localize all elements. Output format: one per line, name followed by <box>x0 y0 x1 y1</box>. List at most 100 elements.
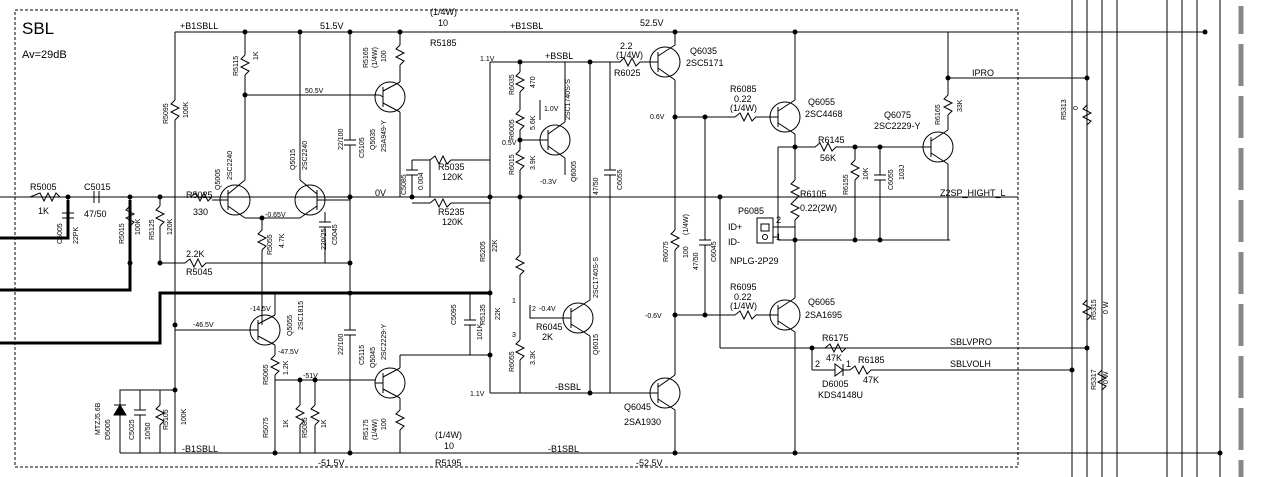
pin-label: 2 <box>776 215 781 225</box>
part-value: 100K <box>135 218 142 235</box>
part-value: (1/4W) <box>372 419 379 440</box>
part-value: (1/4W) <box>730 103 757 113</box>
part-value: NPLG-2P29 <box>730 256 779 266</box>
part-value: 47/50 <box>84 209 107 219</box>
part-value: 4.7K <box>279 233 286 248</box>
part-value: 47/50 <box>693 252 700 270</box>
part-value: 2SA949-Y <box>381 120 388 152</box>
thick-bias-line <box>0 200 490 345</box>
part-value: 10/50 <box>145 422 152 440</box>
part-value: 2SC1815 <box>298 301 305 330</box>
part-label: Q5005 <box>215 169 222 190</box>
part-label: R5205 <box>480 241 487 262</box>
vas-top <box>344 32 490 290</box>
node-voltage: -0.6V <box>645 313 662 320</box>
part-label: D6005 <box>822 379 849 389</box>
part-label: R5095 <box>163 103 170 124</box>
pin-label: 1 <box>512 298 516 305</box>
part-label: R6005 <box>509 119 516 140</box>
bus-resistors <box>1081 104 1108 391</box>
node-voltage: 1.1V <box>480 56 495 63</box>
part-label: R5075 <box>263 417 270 438</box>
part-label: Q6035 <box>690 46 717 56</box>
part-label: R6085 <box>730 84 757 94</box>
part-label: Q6005 <box>571 161 578 182</box>
node-voltage: 50.5V <box>305 88 324 95</box>
part-value: 2SA1930 <box>624 417 661 427</box>
driver-stage <box>489 62 616 393</box>
pin-label: 1 <box>846 359 851 369</box>
part-value: KDS4148U <box>818 390 863 400</box>
part-value: 1K <box>38 206 49 216</box>
net-label: SBLVPRO <box>950 337 992 347</box>
part-label: C5115 <box>359 345 366 365</box>
part-label: R6105 <box>800 189 827 199</box>
part-value: 2SC2229-Y <box>874 121 921 131</box>
node-voltage: -46.5V <box>193 322 214 329</box>
part-label: R5235 <box>438 207 465 217</box>
part-label: ID+ <box>728 222 742 232</box>
part-label: D5005 <box>105 419 112 440</box>
part-value: 22/100 <box>338 128 345 150</box>
part-label: C5085 <box>401 174 408 195</box>
part-label: R5135 <box>480 304 487 325</box>
part-label: R5195 <box>435 458 462 468</box>
node-voltage: 0.5V <box>502 140 517 147</box>
part-value: (1/4W) <box>730 301 757 311</box>
diff-pair <box>212 32 380 325</box>
part-value: (1/4W) <box>616 50 643 60</box>
part-label: R5025 <box>186 190 213 200</box>
rail-voltage: -51.5V <box>318 458 345 468</box>
part-label: R6175 <box>822 333 849 343</box>
part-value: 2K <box>542 332 553 342</box>
part-value: 2SC2240 <box>302 141 309 170</box>
part-value: 1K <box>283 419 290 428</box>
part-label: C5095 <box>451 304 458 325</box>
node-voltage: 0.6V <box>650 114 665 121</box>
input-network <box>29 32 350 453</box>
part-label: R5015 <box>119 223 126 244</box>
part-label: C6045 <box>711 241 718 262</box>
part-value: 2SC1740S-S <box>593 257 600 298</box>
part-label: Q5055 <box>287 315 294 336</box>
part-label: R5165 <box>363 47 370 68</box>
part-label: P6085 <box>738 206 764 216</box>
part-value: 10 <box>444 441 454 451</box>
part-label: R6025 <box>614 68 641 78</box>
part-value: 100 <box>381 418 388 430</box>
part-label: R5055 <box>267 234 274 255</box>
part-value: 2SA1695 <box>805 310 842 320</box>
net-label: SBLVOLH <box>950 359 991 369</box>
part-label: C5025 <box>129 419 136 440</box>
part-label: Q6045 <box>624 402 651 412</box>
part-value: 220/25 <box>321 228 328 250</box>
node-voltage: -0.4V <box>539 306 556 313</box>
part-value: 1.2K <box>283 360 290 375</box>
node-voltage: 1.1V <box>470 391 485 398</box>
rail-voltage: 52.5V <box>640 18 664 28</box>
part-label: (1/4W) <box>435 430 462 440</box>
pin-label: 1 <box>776 232 781 242</box>
vas-bottom <box>175 293 490 453</box>
part-label: R5115 <box>233 56 240 76</box>
part-label: R6055 <box>509 351 516 372</box>
part-label: R5175 <box>363 419 370 440</box>
part-value: 47/50 <box>593 177 600 195</box>
part-value: 10K <box>863 167 870 180</box>
node-voltage: -14.5V <box>250 306 271 313</box>
part-value: 10 <box>438 18 448 28</box>
part-value: 3.9K <box>530 155 537 170</box>
part-label: C5015 <box>84 182 111 192</box>
part-label: C5105 <box>359 137 366 158</box>
part-value: 22K <box>492 239 499 252</box>
node-voltage: -0.3V <box>540 179 557 186</box>
part-value: 22PK <box>73 227 80 244</box>
bus-lines <box>1071 0 1221 477</box>
gain-label: Av=29dB <box>22 49 67 61</box>
part-label: R6185 <box>858 355 885 365</box>
part-value: 22/100 <box>338 333 345 355</box>
part-label: Q5035 <box>370 129 377 150</box>
part-label: R6095 <box>730 282 757 292</box>
part-value: 2SC5171 <box>686 58 724 68</box>
